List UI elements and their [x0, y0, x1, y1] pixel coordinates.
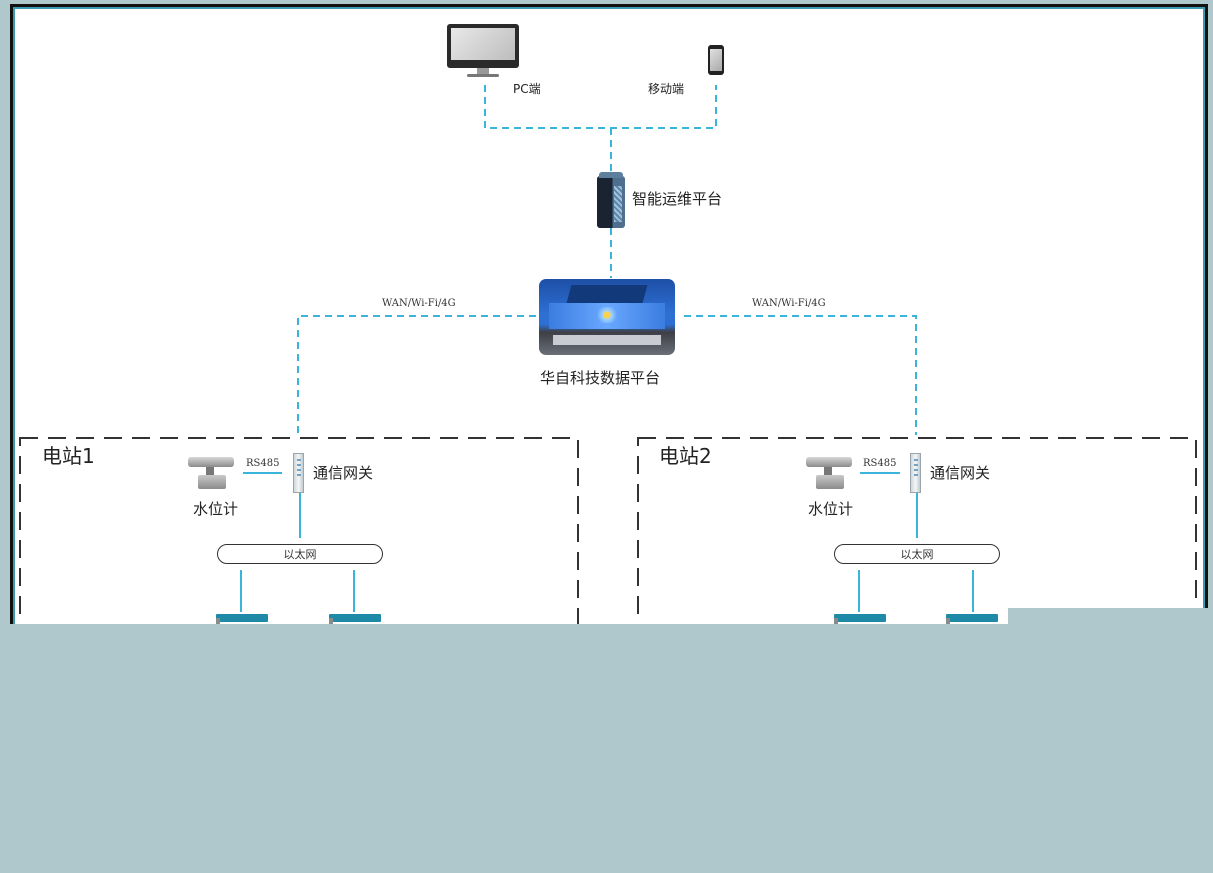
overlay-panel [0, 624, 1213, 873]
station-2-gateway-label: 通信网关 [930, 464, 991, 482]
ops-platform-label: 智能运维平台 [632, 190, 723, 208]
monitor-icon [447, 24, 519, 78]
station-1-ethernet-bus: 以太网 [217, 544, 383, 564]
device-icon [834, 614, 886, 624]
device-icon [329, 614, 381, 624]
station-1-gauge-label: 水位计 [193, 500, 239, 518]
mobile-label: 移动端 [648, 82, 685, 96]
station-1-protocol: RS485 [246, 458, 280, 469]
pc-link [484, 85, 717, 129]
station-2-gauge-label: 水位计 [808, 500, 854, 518]
wan-link-left [297, 315, 536, 435]
gateway-icon [910, 453, 921, 493]
phone-icon [708, 45, 724, 75]
data-platform-label: 华自科技数据平台 [540, 369, 661, 387]
station-1-title: 电站1 [42, 444, 95, 468]
wan-label-right: WAN/Wi-Fi/4G [752, 298, 826, 309]
pc-label: PC端 [513, 82, 541, 96]
water-level-gauge-icon [806, 455, 852, 491]
station-1-gateway-label: 通信网关 [313, 464, 374, 482]
wan-label-left: WAN/Wi-Fi/4G [382, 298, 456, 309]
station-2-title: 电站2 [659, 444, 712, 468]
device-icon [216, 614, 268, 624]
station-2-ethernet-bus: 以太网 [834, 544, 1000, 564]
control-room-photo [539, 279, 675, 355]
wan-link-right [684, 315, 917, 435]
gateway-icon [293, 453, 304, 493]
device-icon [946, 614, 998, 624]
server-icon [597, 172, 625, 228]
water-level-gauge-icon [188, 455, 234, 491]
station-2-protocol: RS485 [863, 458, 897, 469]
